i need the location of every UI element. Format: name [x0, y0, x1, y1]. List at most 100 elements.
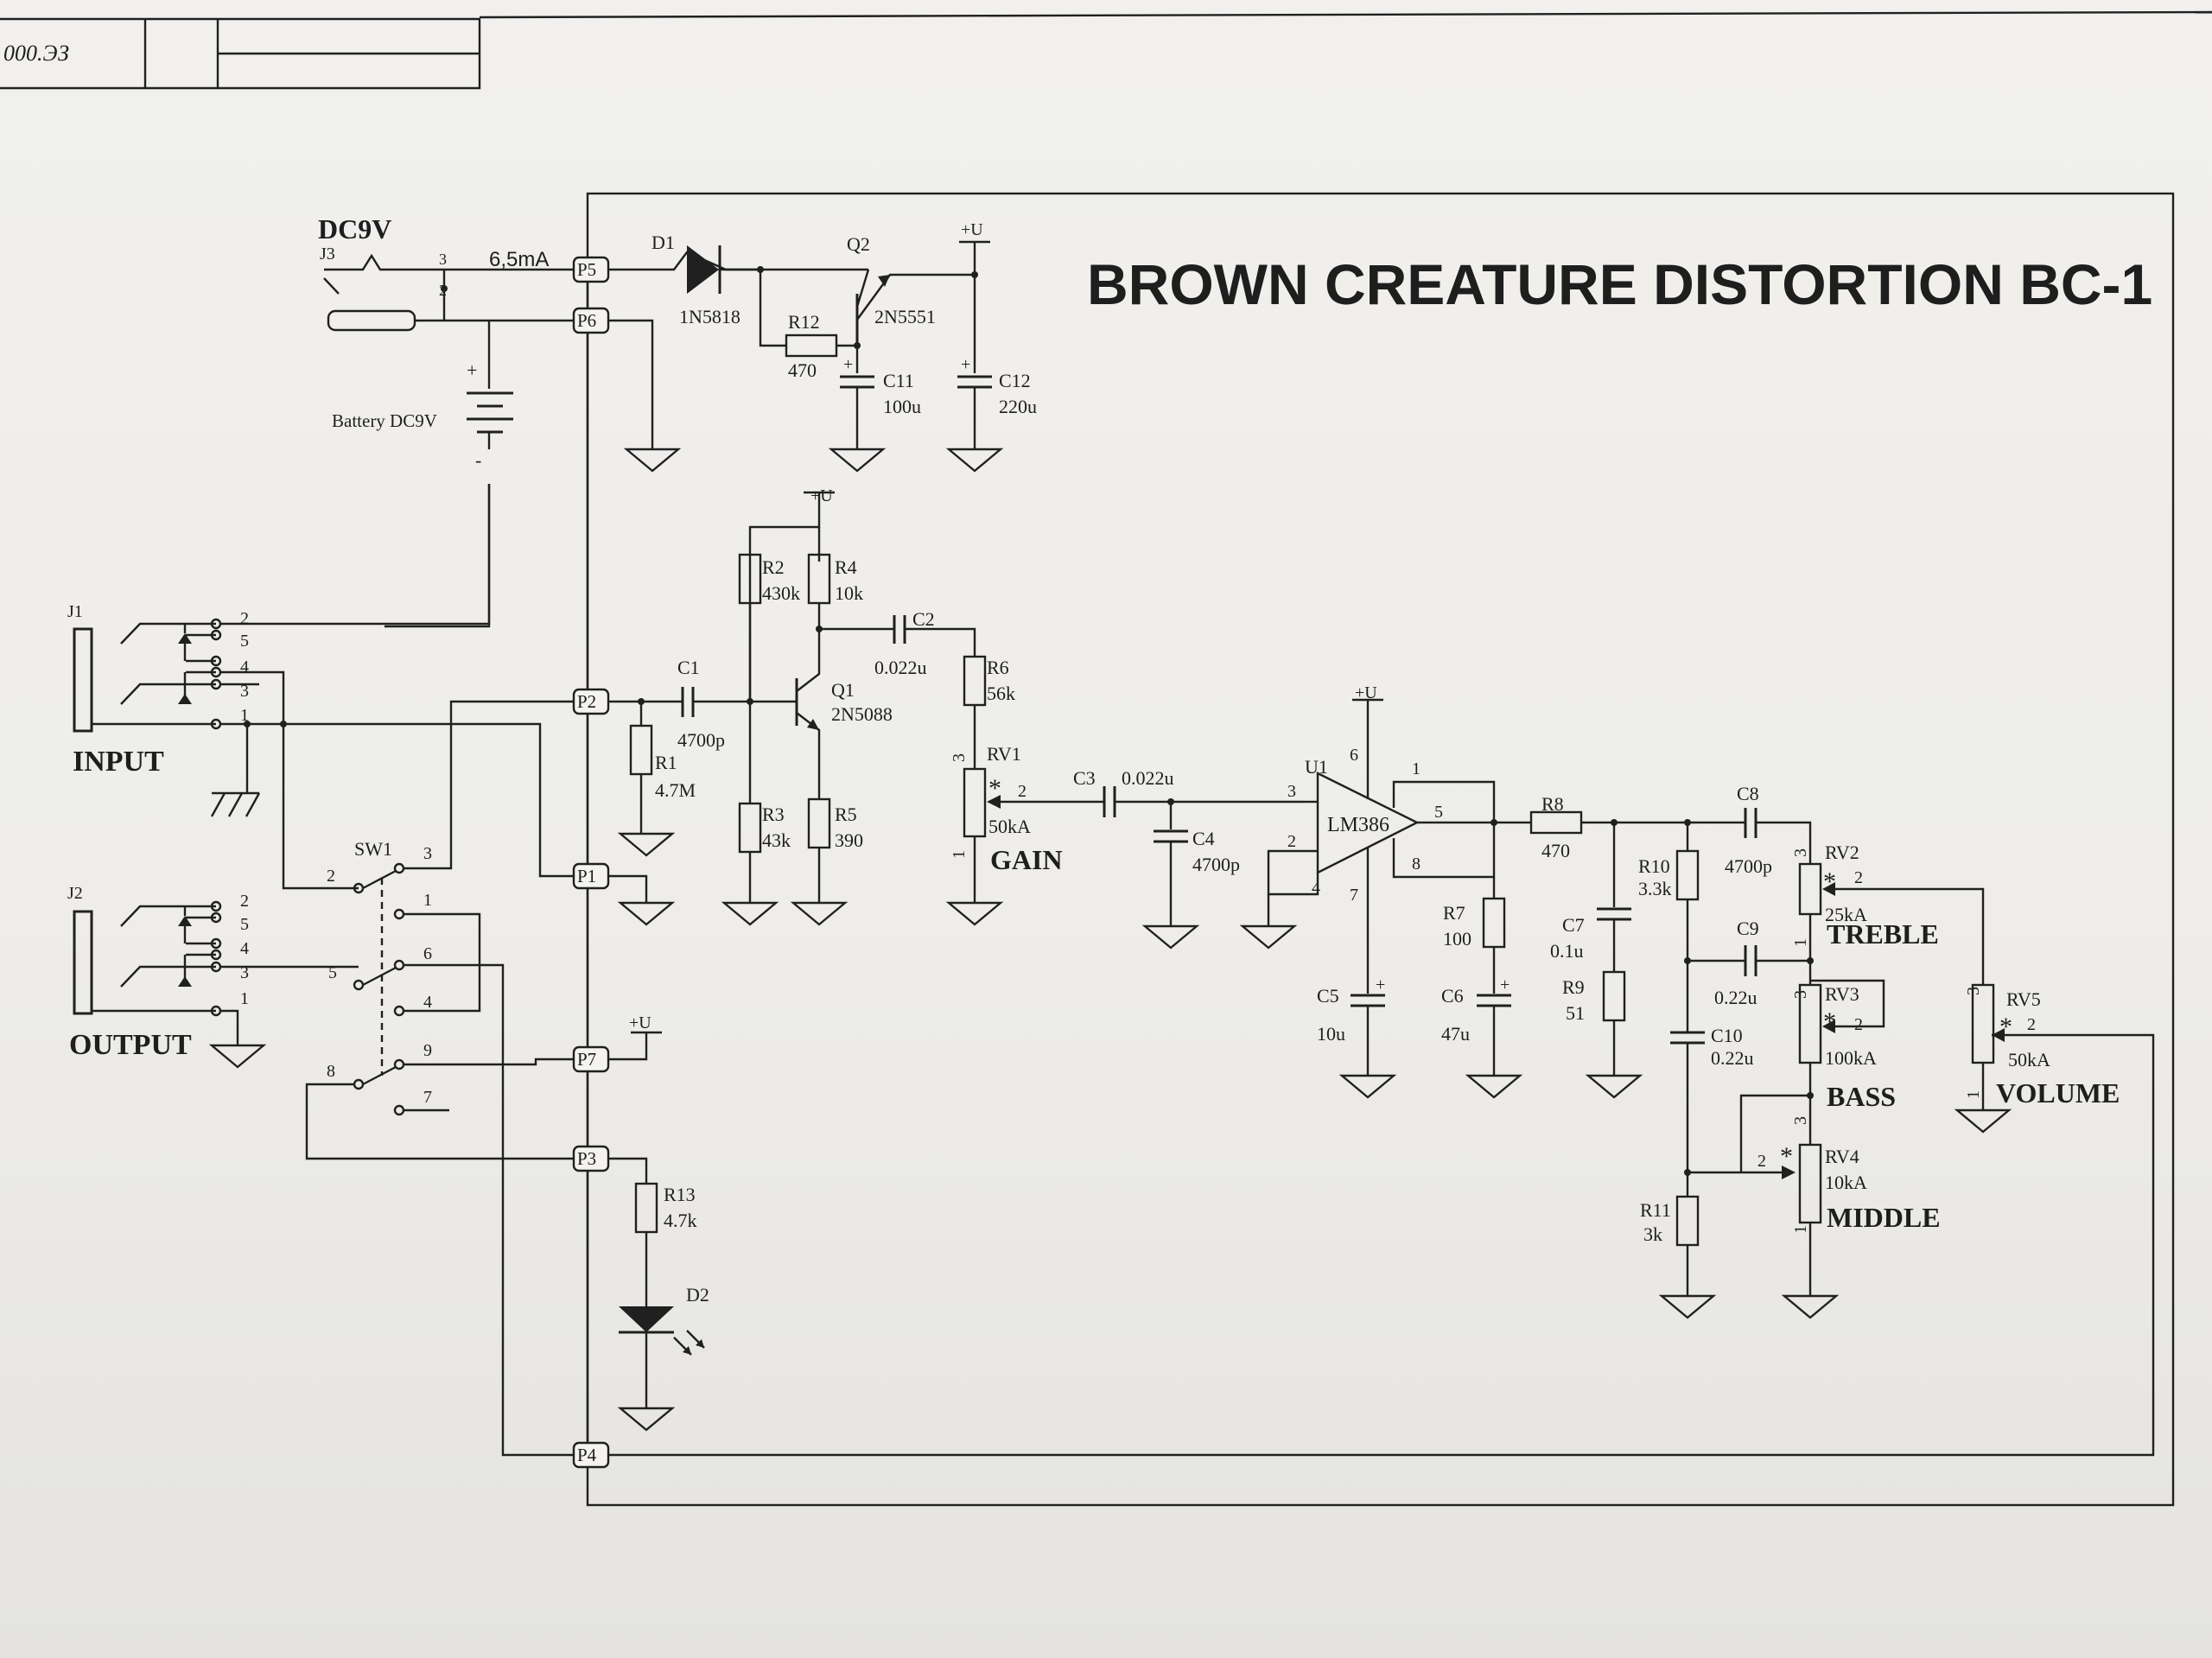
c5-ref: C5	[1317, 985, 1339, 1007]
j2-ref: J2	[67, 884, 83, 903]
d2-led	[619, 1306, 674, 1332]
pad-p2: P2	[577, 691, 596, 712]
c2-value: 0.022u	[874, 657, 927, 678]
c12-value: 220u	[999, 396, 1037, 417]
j3-label: J3	[320, 245, 335, 264]
c8-ref: C8	[1737, 783, 1759, 804]
pad-labels: P5 P6 P2 P1 P7 P3 P4	[572, 256, 610, 1469]
pad-p5: P5	[577, 259, 596, 280]
c10-ref: C10	[1711, 1025, 1743, 1046]
c5-value: 10u	[1317, 1023, 1345, 1045]
sw1-pin7: 7	[423, 1088, 432, 1107]
c1-ref: C1	[677, 657, 700, 678]
j1-pin5: 5	[240, 632, 249, 651]
svg-text:2: 2	[1287, 832, 1296, 851]
footswitch-sw1: SW1 2 3 1 5 6 4 8 9 7	[305, 700, 574, 1457]
j3-pin3: 3	[439, 251, 447, 268]
tone-stack: R8 470 C8 4700p C7 0.1u R9 51 R10 3.3k C…	[1529, 783, 2120, 1296]
rv5-value: 50kA	[2008, 1049, 2050, 1070]
j1-pin2: 2	[240, 609, 249, 628]
r9-resistor	[1602, 970, 1626, 1022]
j1-pin1: 1	[240, 706, 249, 725]
r7-ref: R7	[1443, 902, 1465, 924]
input-label: INPUT	[73, 746, 164, 778]
j2-pin5: 5	[240, 915, 249, 934]
q2-ref: Q2	[847, 233, 870, 255]
svg-text:+: +	[843, 355, 853, 374]
battery-neg-wire	[385, 484, 491, 628]
j2-pin1: 1	[240, 989, 249, 1008]
battery-plus: +	[467, 359, 477, 381]
svg-text:5: 5	[1434, 803, 1443, 822]
r11-value: 3k	[1643, 1223, 1662, 1245]
r1-resistor	[629, 724, 653, 776]
amp-u1-lm386: LM386 U1 3 2 4 +U 6 7 + C5 10u 1 8 5 R7 …	[1267, 683, 1531, 1076]
c7-ref: C7	[1562, 914, 1585, 936]
dc9v-label: DC9V	[318, 213, 391, 245]
rv2-pot	[1798, 862, 1822, 916]
q2-value: 2N5551	[874, 306, 936, 327]
r6-value: 56k	[987, 683, 1015, 704]
r12-value: 470	[788, 359, 817, 381]
r7-value: 100	[1443, 928, 1471, 950]
treble-label: TREBLE	[1827, 918, 1939, 950]
svg-text:3: 3	[1791, 990, 1810, 999]
svg-text:*: *	[1780, 1142, 1793, 1171]
schematic-title: BROWN CREATURE DISTORTION BC-1	[1087, 252, 2152, 316]
supply-q1: +U	[810, 486, 833, 505]
svg-text:1: 1	[1791, 1225, 1810, 1234]
r13-value: 4.7k	[664, 1210, 697, 1231]
r7-resistor	[1482, 897, 1506, 949]
c12-ref: C12	[999, 370, 1031, 391]
svg-text:2: 2	[2027, 1015, 2036, 1034]
q1-ref: Q1	[831, 679, 855, 701]
title-block-stamp: 000.ЭЗ	[0, 10, 2212, 90]
c3-ref: C3	[1073, 767, 1096, 789]
svg-text:2: 2	[1854, 868, 1863, 887]
rv3-value: 100kA	[1825, 1047, 1877, 1069]
rv4-ref: RV4	[1825, 1146, 1859, 1167]
r5-value: 390	[835, 829, 863, 851]
svg-text:3: 3	[1964, 987, 1983, 995]
r4-value: 10k	[835, 582, 863, 604]
svg-text:7: 7	[1350, 886, 1358, 905]
r12-ref: R12	[788, 311, 820, 333]
r4-ref: R4	[835, 556, 857, 578]
sw1-pin6: 6	[423, 944, 432, 963]
pad-p4: P4	[577, 1445, 597, 1465]
r10-resistor	[1675, 849, 1700, 901]
d1-value: 1N5818	[679, 306, 741, 327]
svg-text:+: +	[961, 355, 970, 374]
r4-resistor	[807, 553, 831, 605]
svg-text:*: *	[988, 774, 1001, 803]
c4-value: 4700p	[1192, 854, 1240, 875]
svg-text:3: 3	[1791, 848, 1810, 857]
r2-ref: R2	[762, 556, 785, 578]
supply-q2: +U	[961, 220, 983, 239]
c8-value: 4700p	[1725, 855, 1772, 877]
sw1-pin4: 4	[423, 993, 432, 1012]
rv3-ref: RV3	[1825, 983, 1859, 1005]
rv5-ref: RV5	[2006, 988, 2041, 1010]
svg-text:2: 2	[1018, 782, 1027, 801]
sw1-pin5: 5	[328, 963, 337, 982]
r5-resistor	[807, 797, 831, 849]
supply-u1: +U	[1355, 683, 1377, 702]
current-label: 6,5mA	[489, 248, 549, 271]
bass-label: BASS	[1827, 1081, 1896, 1112]
sw1-pin9: 9	[423, 1041, 432, 1060]
pad-connections: +U R13 4.7k D2	[608, 874, 2155, 1457]
r12-resistor	[785, 334, 838, 358]
battery-minus: -	[475, 449, 481, 471]
j1-pin3: 3	[240, 682, 249, 701]
volume-label: VOLUME	[1996, 1077, 2120, 1109]
r3-ref: R3	[762, 804, 785, 825]
j3-sleeve	[327, 309, 416, 332]
svg-text:+: +	[1376, 975, 1385, 994]
d1-ref: D1	[652, 232, 675, 253]
r11-resistor	[1675, 1195, 1700, 1247]
preamp-stage: C1 4700p R1 4.7M Q1 2N5088 +U R2 430k R4…	[608, 486, 1015, 903]
middle-label: MIDDLE	[1827, 1202, 1941, 1233]
